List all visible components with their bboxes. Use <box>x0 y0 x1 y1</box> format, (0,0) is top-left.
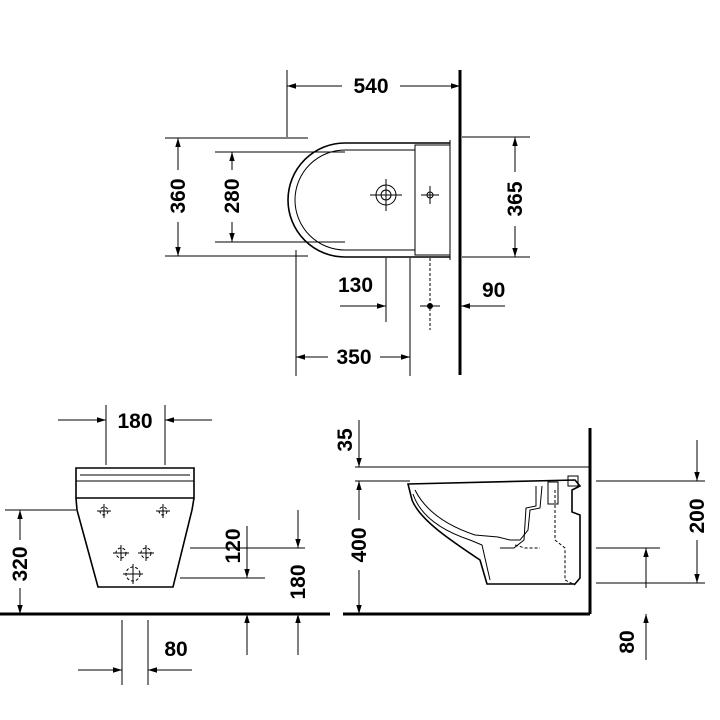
center-point <box>427 303 433 309</box>
dim-80-side-label: 80 <box>616 630 639 653</box>
dim-35-label: 35 <box>334 428 357 452</box>
bidet-side-inner <box>412 493 491 581</box>
dim-90-label: 90 <box>482 279 505 302</box>
dim-280-label: 280 <box>221 178 244 213</box>
bidet-side-bowl <box>414 485 543 541</box>
dim-360-label: 360 <box>167 178 190 213</box>
dim-130-label: 130 <box>338 274 373 297</box>
top-view: 540 360 280 365 130 90 350 <box>165 70 530 376</box>
side-view: 35 400 200 80 <box>334 420 709 660</box>
drain-icon <box>370 179 402 211</box>
dim-200-label: 200 <box>686 498 709 533</box>
bidet-front-rim <box>75 467 195 499</box>
dim-80-front-label: 80 <box>164 638 187 661</box>
bidet-plan-outer <box>287 142 450 258</box>
dim-400-label: 400 <box>348 527 371 562</box>
dim-540-label: 540 <box>353 75 388 98</box>
hole-marks-icon <box>97 504 170 584</box>
dim-120-label: 120 <box>222 528 245 563</box>
bidet-side-body <box>406 479 582 585</box>
dim-365-label: 365 <box>504 181 527 216</box>
dim-180-height-label: 180 <box>287 564 310 599</box>
bidet-plan-bowl <box>294 149 416 251</box>
dim-350-label: 350 <box>336 346 371 369</box>
hidden-line <box>554 490 576 586</box>
front-view: 180 320 120 180 80 <box>0 405 330 685</box>
bidet-plan-deck <box>414 144 451 256</box>
bidet-front-body <box>75 497 195 588</box>
dim-320-label: 320 <box>9 546 32 581</box>
bidet-side-inner <box>500 486 537 549</box>
bidet-side-bracket <box>567 475 579 487</box>
dim-180-width-label: 180 <box>117 410 152 433</box>
bidet-side-tap <box>547 481 559 505</box>
hidden-line <box>514 544 540 549</box>
tap-hole-icon <box>421 186 439 204</box>
